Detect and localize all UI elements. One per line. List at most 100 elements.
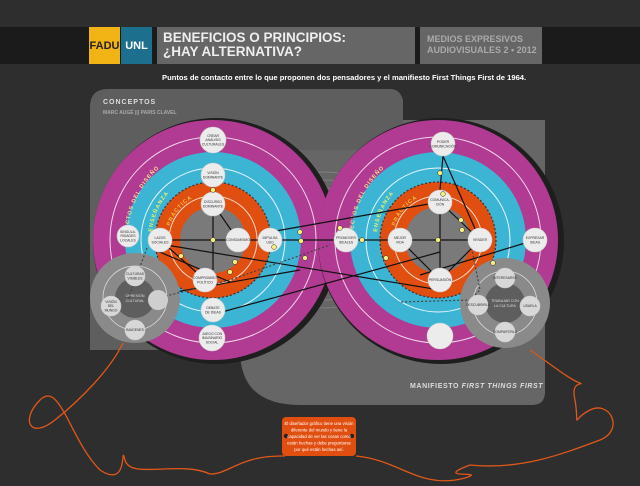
node-label: IMAGINARIO bbox=[202, 336, 223, 340]
quote-line: capacidad de ver las cosas como bbox=[287, 434, 351, 439]
node-descubrirla[interactable]: DESCUBRIRLA bbox=[466, 294, 491, 316]
node-label: SOCIALES bbox=[152, 240, 170, 244]
node-label: IDEAS bbox=[530, 240, 541, 244]
node-circle bbox=[100, 295, 122, 317]
orange-string-right bbox=[355, 349, 614, 482]
intersection-dot bbox=[435, 237, 441, 243]
node-label: POLÍTICO bbox=[197, 280, 213, 284]
connection-line bbox=[269, 201, 441, 233]
node-circle bbox=[467, 294, 489, 316]
node-imagenes[interactable]: IMÁGENES bbox=[124, 319, 146, 341]
orange-string-left bbox=[28, 342, 286, 476]
node-blank-left[interactable] bbox=[148, 290, 168, 310]
node-circle bbox=[467, 227, 493, 253]
node-label: IMÁGENES bbox=[126, 328, 145, 332]
node-blank[interactable] bbox=[426, 322, 454, 350]
quote-line: por qué están hechas así. bbox=[294, 447, 343, 452]
intersection-dot bbox=[440, 191, 446, 197]
node-interesarse[interactable]: INTERESARSE bbox=[493, 267, 518, 289]
intersection-dot bbox=[359, 237, 365, 243]
fadu-logo: FADU bbox=[89, 27, 120, 64]
node-label: COMUNICACIÓN bbox=[430, 143, 457, 148]
right-satellite-center-label: TRABAJAR CON bbox=[491, 299, 519, 303]
title-line-2: ¿HAY ALTERNATIVA? bbox=[163, 44, 303, 59]
node-circle bbox=[225, 227, 251, 253]
intersection-dot bbox=[297, 229, 303, 235]
intersection-dot bbox=[337, 225, 343, 231]
connection-line bbox=[159, 243, 441, 291]
node-circle bbox=[116, 224, 140, 248]
node-circle bbox=[333, 227, 359, 253]
intersection-dot bbox=[271, 244, 277, 250]
node-comunicacion[interactable]: COMUNICA-CIÓN bbox=[427, 189, 453, 215]
tag-hole-right bbox=[349, 433, 355, 439]
node-circle bbox=[198, 324, 226, 352]
right-satellite-center-label: LA CULTURA bbox=[494, 304, 517, 308]
node-usarla[interactable]: USARLA bbox=[519, 295, 541, 317]
quote-line: El diseñador gráfico tiene una visión bbox=[284, 421, 354, 426]
node-label: DEBATE bbox=[206, 306, 220, 310]
node-circle bbox=[147, 227, 173, 253]
course-label: MEDIOS EXPRESIVOS AUDIOVISUALES 2 • 2012 bbox=[420, 27, 542, 64]
intersection-dot bbox=[232, 259, 238, 265]
node-vender[interactable]: VENDER bbox=[467, 227, 493, 253]
quote-line: diferente del mundo y tiene la bbox=[291, 428, 348, 433]
intersection-dot bbox=[178, 253, 184, 259]
left-satellite-center-label: CULTURAL bbox=[126, 299, 145, 303]
node-label: DE IDEAS bbox=[205, 310, 222, 314]
node-label: PERSUASIÓN bbox=[429, 277, 452, 282]
conceptos-authors: MARC AUGÉ ||| PARIS CLAVEL bbox=[103, 108, 177, 116]
intersection-dot bbox=[210, 237, 216, 243]
node-persuasion[interactable]: PERSUASIÓN bbox=[427, 267, 453, 293]
node-label: RIDADES bbox=[120, 234, 136, 238]
node-label: DOMINANTE bbox=[203, 175, 224, 179]
intersection-dot bbox=[298, 238, 304, 244]
node-label: USO bbox=[266, 240, 274, 244]
node-label: LAZOS bbox=[154, 236, 166, 240]
dotted-path-right bbox=[399, 239, 481, 303]
dotted-path-left bbox=[127, 244, 331, 301]
right-satellite-core bbox=[485, 283, 525, 323]
intersection-dot bbox=[437, 170, 443, 176]
course-line-1: MEDIOS EXPRESIVOS bbox=[427, 34, 524, 44]
node-compartirla[interactable]: COMPARTIRLA bbox=[493, 321, 518, 343]
node-label: PROMOVER bbox=[336, 236, 356, 240]
node-circle bbox=[494, 321, 516, 343]
left-satellite-core bbox=[115, 278, 155, 318]
node-label: SINGULA- bbox=[120, 230, 136, 234]
manifiesto-prefix: MANIFIESTO bbox=[410, 383, 462, 390]
title-line-1: BENEFICIOS O PRINCIPIOS: bbox=[163, 30, 347, 45]
node-circle bbox=[522, 227, 548, 253]
node-circle bbox=[124, 265, 146, 287]
node-label: LOCALES bbox=[120, 238, 136, 242]
intersection-dots bbox=[178, 170, 496, 275]
quote-tag-text: El diseñador gráfico tiene una visión dif… bbox=[284, 421, 354, 452]
node-circle bbox=[426, 322, 454, 350]
node-label: DOMINANTE bbox=[203, 204, 224, 208]
node-label: SOCIAL bbox=[206, 340, 219, 344]
node-label: IDEALES bbox=[339, 240, 354, 244]
node-label: DEL bbox=[108, 304, 115, 308]
node-consumismo[interactable]: CONSUMISMO bbox=[225, 227, 251, 253]
node-circle bbox=[200, 297, 226, 323]
right-satellite bbox=[460, 258, 550, 348]
node-label: CONSUMISMO bbox=[226, 238, 250, 242]
conceptos-title: CONCEPTOS bbox=[103, 99, 156, 106]
node-label: COMPROMISO bbox=[193, 276, 217, 280]
